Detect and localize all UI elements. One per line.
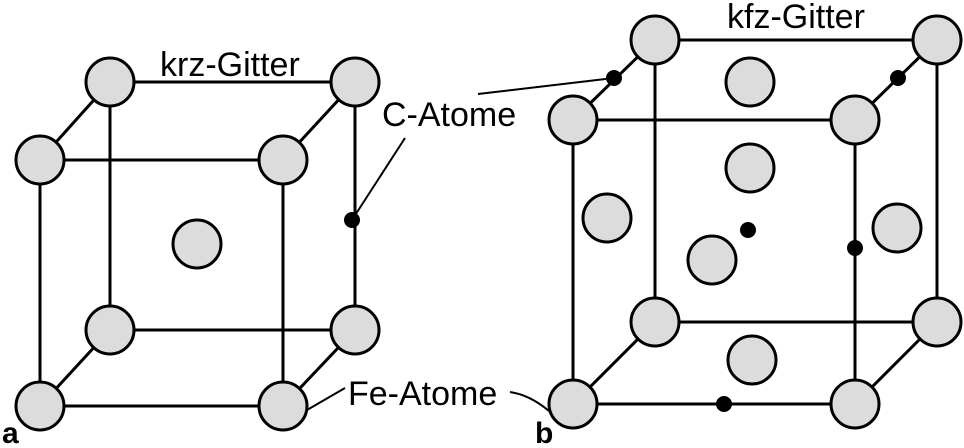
fe-atom [14, 380, 66, 432]
fe-atom-center [171, 218, 223, 270]
fe-atom [629, 296, 681, 348]
fe-atom [329, 304, 381, 356]
fe-atom-face [581, 192, 633, 244]
c-atom [890, 70, 906, 86]
fe-atom-leader [306, 387, 346, 411]
fe-atom-face [686, 234, 738, 286]
panel-b-letter: b [535, 417, 553, 448]
fe-atom [829, 94, 881, 146]
fe-atoms-label: Fe-Atome [348, 375, 497, 413]
fe-atom [84, 304, 136, 356]
c-atom [716, 396, 732, 412]
c-atoms-label: C-Atome [382, 96, 516, 134]
fe-atom [547, 378, 599, 430]
c-atom-leader [351, 137, 406, 221]
panel-a-letter: a [2, 417, 19, 448]
c-atom [740, 222, 756, 238]
shared-annotations: C-Atome Fe-Atome [306, 77, 615, 413]
fe-atom-face [724, 56, 776, 108]
c-atom-leader [477, 77, 615, 95]
panel-b-fcc-lattice: kfz-Gitter b [535, 0, 963, 448]
fe-atom-face [726, 334, 778, 386]
fe-atom [911, 296, 963, 348]
fe-atom [257, 134, 309, 186]
fe-atom [257, 380, 309, 432]
c-atom [847, 240, 863, 256]
panel-a-title: krz-Gitter [160, 46, 300, 84]
fe-atom-face [871, 202, 923, 254]
fe-atom [911, 14, 963, 66]
fe-atom [547, 94, 599, 146]
panel-b-title: kfz-Gitter [727, 0, 865, 36]
fe-atom-leader [509, 391, 550, 412]
fe-atom [329, 56, 381, 108]
fe-atom [84, 56, 136, 108]
panel-a-bcc-lattice: krz-Gitter a [2, 46, 381, 448]
fe-atom [14, 134, 66, 186]
fe-atom-face [724, 142, 776, 194]
fe-atom [629, 14, 681, 66]
fe-atom [829, 378, 881, 430]
